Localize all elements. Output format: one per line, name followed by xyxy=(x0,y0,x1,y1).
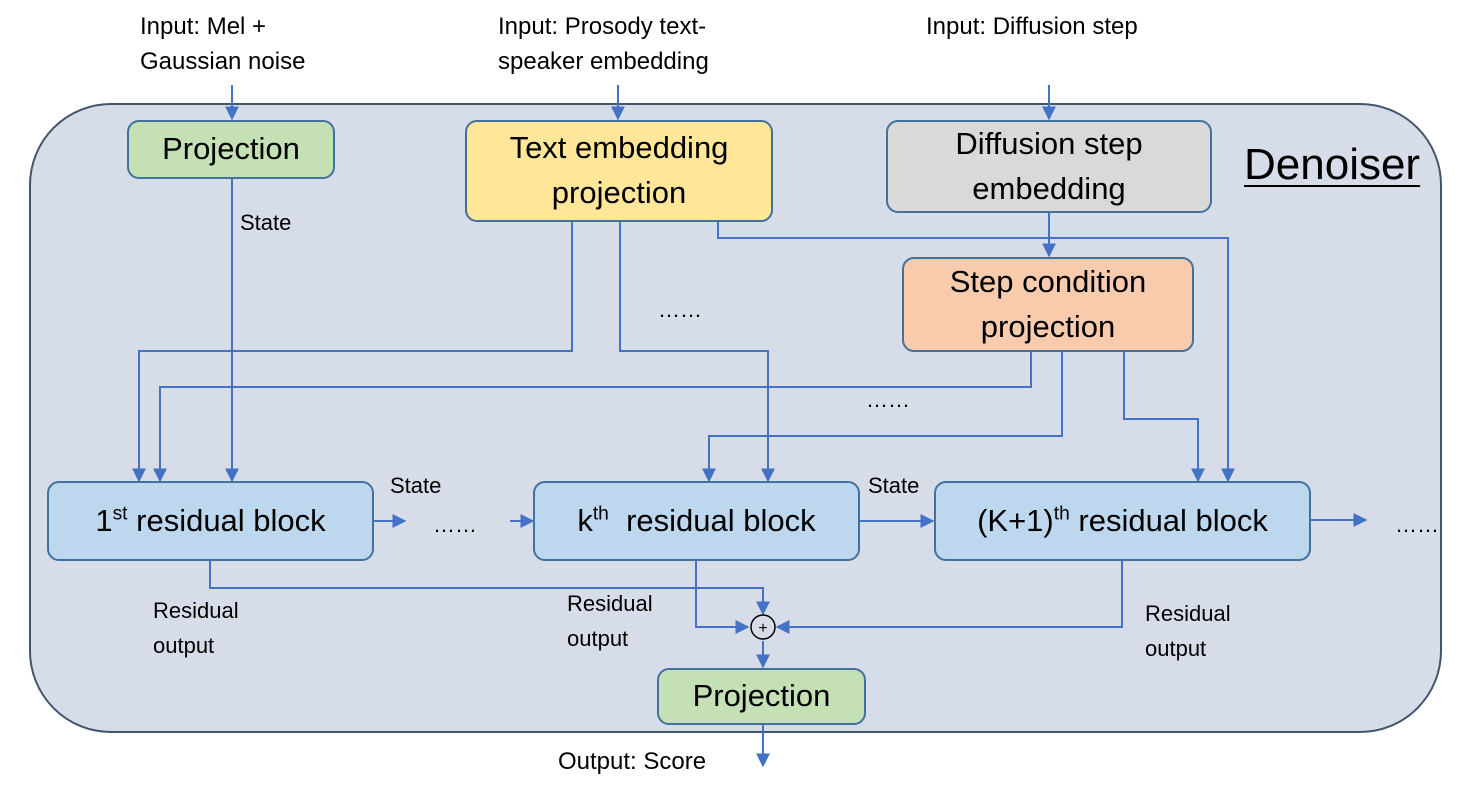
output-score-label: Output: Score xyxy=(558,748,707,775)
wire-text-k1 xyxy=(717,222,1235,483)
ellipsis-blocks: …… xyxy=(433,512,477,537)
residual-output-label-k1-line2: output xyxy=(1145,636,1207,661)
step-condition-projection-box: Step condition projection xyxy=(902,257,1194,352)
input-prosody-label-1: Input: Prosody text- xyxy=(498,13,707,40)
residual-output-label-1-line1: Residual xyxy=(153,598,239,623)
diffusion-step-embedding-line1: Diffusion step xyxy=(955,125,1143,161)
input-diffusion-label: Input: Diffusion step xyxy=(926,13,1138,40)
input-prosody-label-2: speaker embedding xyxy=(498,48,709,75)
input-projection-label: Projection xyxy=(162,131,300,167)
state-label-block-1: State xyxy=(390,473,442,498)
residual-block-1: 1st residual block xyxy=(47,481,374,561)
state-label-block-k: State xyxy=(868,473,920,498)
wire-step-k xyxy=(702,351,1063,483)
wire-text-k xyxy=(619,222,775,483)
wire-residual-k1 xyxy=(775,561,1123,634)
residual-block-1-label: 1st residual block xyxy=(95,502,326,538)
sum-plus-sign: + xyxy=(758,620,767,637)
wire-residual-1 xyxy=(209,561,770,616)
diffusion-step-embedding-box: Diffusion step embedding xyxy=(886,120,1212,213)
ellipsis-text-inputs: …… xyxy=(658,297,702,322)
residual-output-label-k1-line1: Residual xyxy=(1145,601,1231,626)
denoiser-title: Denoiser xyxy=(1244,140,1421,189)
input-mel-label-2: Gaussian noise xyxy=(140,48,306,75)
wire-residual-k xyxy=(695,561,750,634)
wire-text-1 xyxy=(132,222,573,483)
sum-node xyxy=(750,614,776,640)
ellipsis-step-inputs: …… xyxy=(866,387,910,412)
residual-block-k: kth residual block xyxy=(533,481,860,561)
input-mel-label-1: Input: Mel + xyxy=(140,13,267,40)
text-embedding-projection-box: Text embedding projection xyxy=(465,120,773,222)
output-projection-label: Projection xyxy=(692,678,831,714)
text-embedding-projection-line1: Text embedding xyxy=(509,130,729,166)
step-condition-projection-line1: Step condition xyxy=(949,263,1147,299)
output-projection-box: Projection xyxy=(657,668,866,725)
text-embedding-projection-line2: projection xyxy=(551,175,687,210)
state-label-projection: State xyxy=(240,210,292,235)
input-projection-box: Projection xyxy=(127,120,335,179)
ellipsis-after-blocks: …… xyxy=(1395,512,1439,537)
residual-output-label-k-line1: Residual xyxy=(567,591,653,616)
residual-block-k-plus-1: (K+1)th residual block xyxy=(934,481,1311,561)
residual-block-k-plus-1-label: (K+1)th residual block xyxy=(977,502,1268,538)
residual-output-label-1-line2: output xyxy=(153,633,215,658)
diffusion-step-embedding-line2: embedding xyxy=(972,170,1126,206)
residual-block-k-label: kth residual block xyxy=(577,502,816,538)
step-condition-projection-line2: projection xyxy=(980,308,1116,344)
wire-step-1 xyxy=(153,351,1032,483)
residual-output-label-k-line2: output xyxy=(567,626,629,651)
wire-step-k1 xyxy=(1123,351,1205,483)
